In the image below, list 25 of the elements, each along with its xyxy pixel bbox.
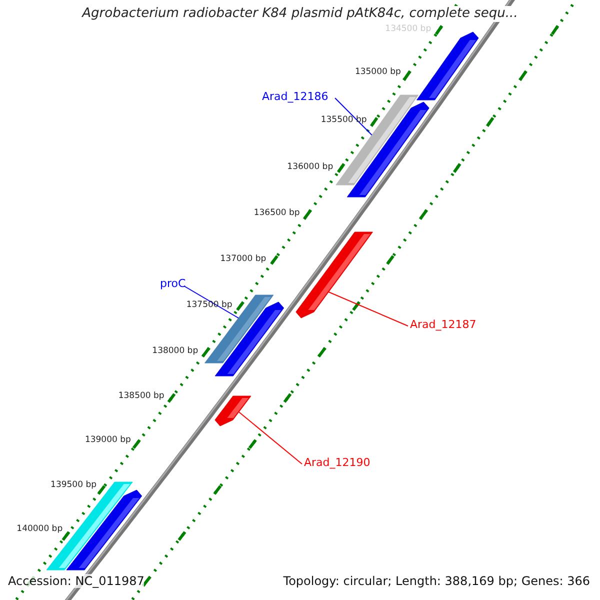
gene-label: Arad_12190 — [304, 456, 370, 470]
gene-feature — [416, 32, 479, 100]
position-label: 136000 bp — [287, 162, 334, 172]
gene-feature — [296, 232, 373, 318]
gene-label: proC — [160, 277, 186, 290]
leader-line — [184, 286, 239, 318]
leader-line — [238, 412, 302, 464]
leader-line — [334, 98, 372, 136]
genome-info-text: Topology: circular; Length: 388,169 bp; Genes: 366 — [283, 574, 590, 588]
position-label: 135000 bp — [354, 67, 401, 78]
position-label: 135500 bp — [320, 115, 367, 126]
position-label: 137500 bp — [186, 300, 232, 310]
position-label: 139500 bp — [50, 480, 96, 490]
position-label: 137000 bp — [220, 254, 266, 264]
gene-label: Arad_12187 — [410, 318, 476, 332]
gene-label: Arad_12186 — [262, 90, 328, 104]
position-label: 139000 bp — [84, 435, 131, 446]
position-label: 138500 bp — [118, 391, 164, 402]
gene-feature — [66, 490, 142, 570]
position-label: 138000 bp — [152, 346, 198, 356]
accession-text: Accession: NC_011987 — [8, 574, 144, 588]
gene-feature — [214, 396, 252, 426]
position-label: 140000 bp — [16, 524, 63, 534]
leader-line — [328, 292, 408, 326]
position-label: 136500 bp — [254, 208, 300, 218]
